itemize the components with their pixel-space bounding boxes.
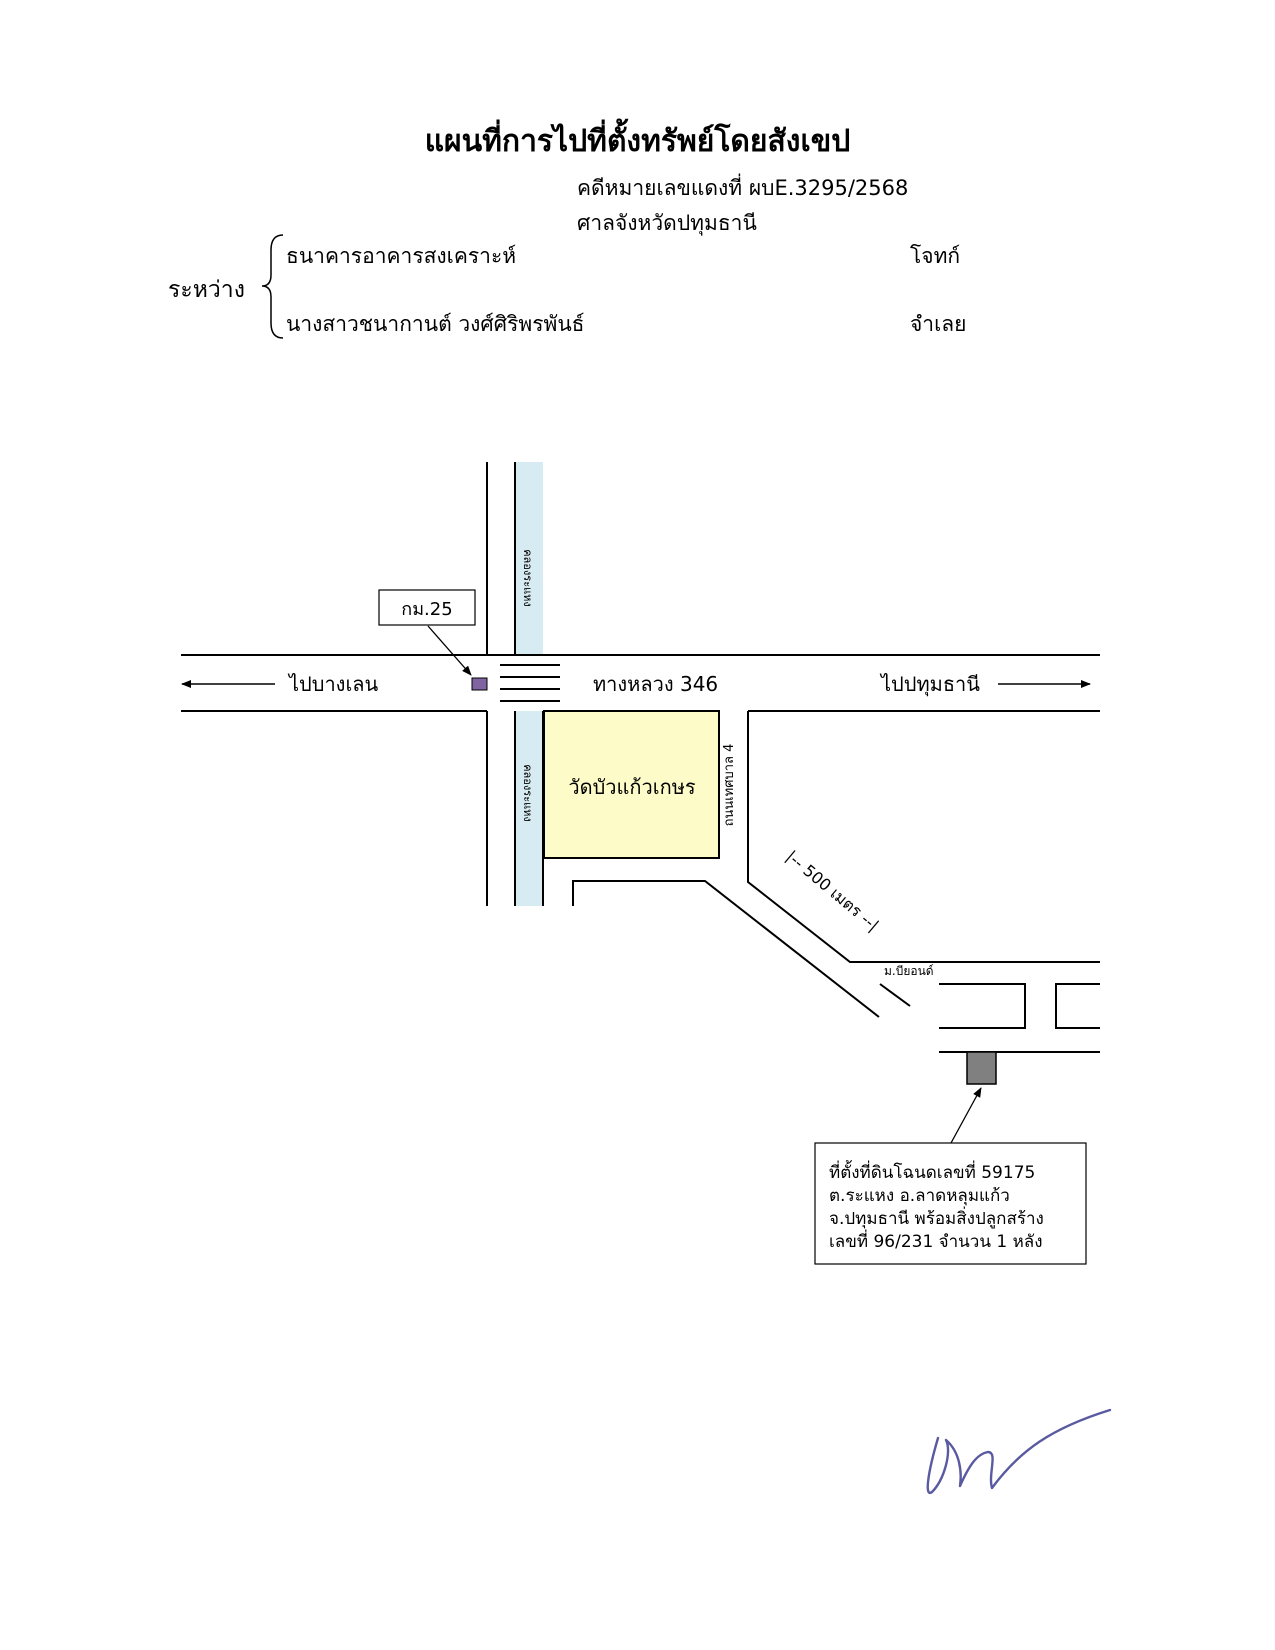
property-line-1: ที่ตั้งที่ดินโฉนดเลขที่ 59175 (829, 1160, 1035, 1183)
court-name: ศาลจังหวัดปทุมธานี (577, 211, 757, 235)
property-description-box (814, 1142, 1087, 1265)
road-west-label: ไปบางเลน (287, 672, 379, 696)
side-road-label: ถนนเทศบาล 4 (722, 744, 737, 827)
km-marker-label-box (378, 589, 476, 626)
property-line-2: ต.ระแหง อ.ลาดหลุมแก้ว (829, 1186, 1010, 1206)
village-block-1 (939, 983, 1026, 1029)
canal-south-label: คลองระแหง (521, 764, 534, 822)
property-marker (966, 1051, 997, 1085)
village-label: ม.บียอนด์ (884, 964, 934, 978)
km-marker-label: กม.25 (401, 599, 452, 620)
temple-block (543, 710, 720, 859)
defendant-role: จำเลย (910, 312, 967, 336)
diagonal-road-inner (572, 880, 880, 1018)
document-title: แผนที่การไปที่ตั้งทรัพย์โดยสังเขป (424, 124, 851, 159)
temple-label: วัดบัวแก้วเกษร (568, 775, 696, 799)
canal-north (515, 462, 543, 655)
crosswalk (500, 664, 560, 702)
signature (926, 1408, 1112, 1495)
between-label: ระหว่าง (168, 277, 245, 303)
village-block-2 (1055, 983, 1100, 1029)
case-number: คดีหมายเลขแดงที่ ผบE.3295/2568 (577, 176, 909, 200)
km-marker-icon (471, 677, 488, 691)
highway-label: ทางหลวง 346 (593, 672, 718, 696)
property-line-4: เลขที่ 96/231 จำนวน 1 หลัง (829, 1229, 1043, 1252)
party-brace (261, 234, 284, 339)
side-road-outer (747, 711, 1100, 963)
plaintiff-name: ธนาคารอาคารสงเคราะห์ (286, 244, 517, 268)
property-line-3: จ.ปทุมธานี พร้อมสิ่งปลูกสร้าง (829, 1206, 1044, 1229)
canal-north-label: คลองระแหง (521, 549, 534, 607)
canal-south (515, 711, 543, 906)
defendant-name: นางสาวชนากานต์ วงศ์ศิริพรพันธ์ (286, 312, 585, 336)
road-east-label: ไปปทุมธานี (879, 672, 980, 697)
plaintiff-role: โจทก์ (910, 244, 961, 268)
